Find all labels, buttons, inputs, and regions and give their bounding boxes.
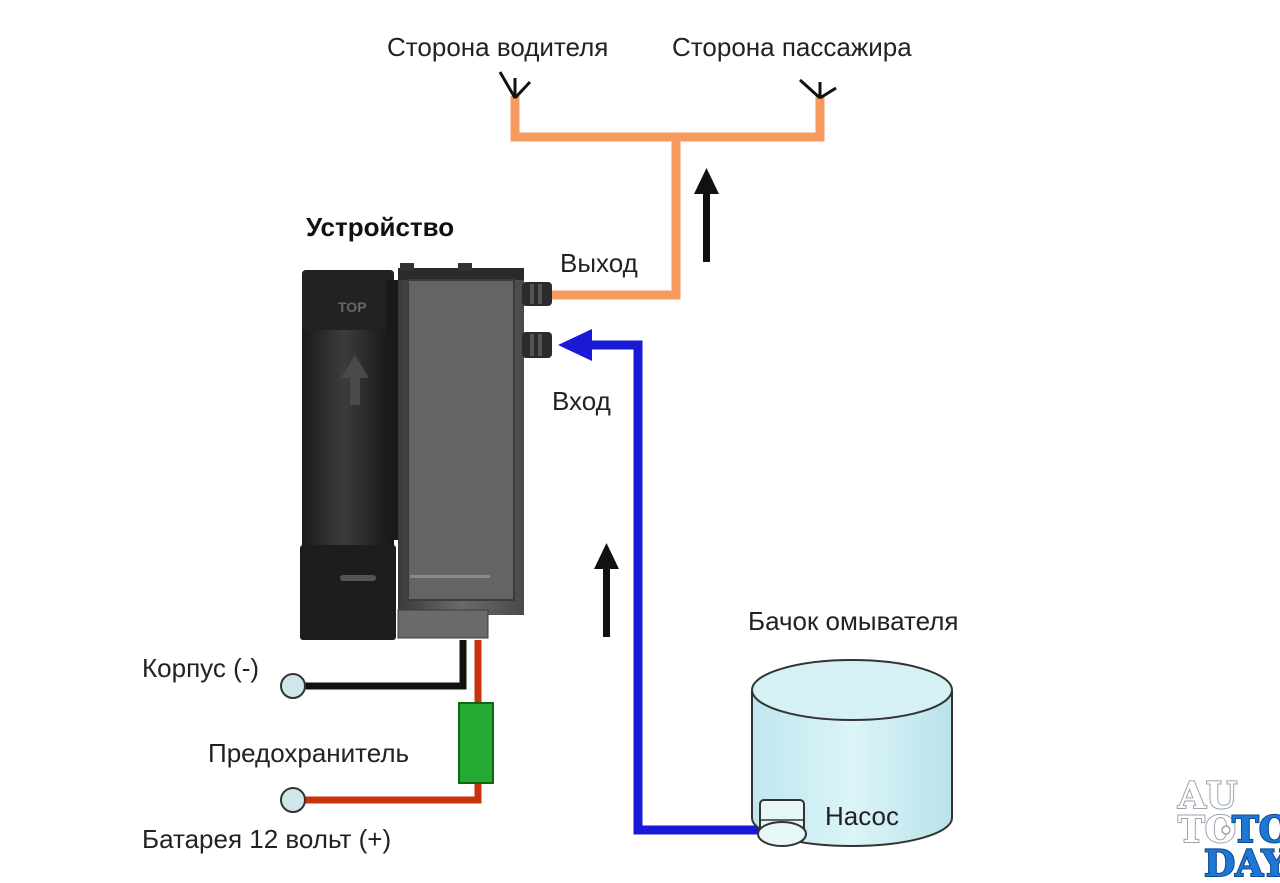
inlet-pipe — [558, 329, 760, 835]
flow-arrow-up-inlet-icon — [594, 543, 619, 637]
outlet-fitting — [522, 282, 552, 306]
heater-device: TOP — [300, 263, 552, 640]
passenger-nozzle-icon — [798, 78, 837, 100]
washer-tank-label: Бачок омывателя — [748, 606, 958, 636]
fuse-icon — [458, 702, 494, 784]
flow-arrow-up-outlet-icon — [694, 168, 719, 262]
positive-wire — [300, 640, 482, 804]
pump-icon — [757, 799, 807, 847]
driver-side-label: Сторона водителя — [387, 32, 608, 62]
autotoday-watermark: AU TO TO DAY — [1176, 774, 1280, 883]
watermark-line2-right: TO — [1232, 809, 1280, 851]
watermark-dot-icon — [1221, 825, 1231, 835]
inlet-fitting — [522, 332, 552, 358]
fuse-label: Предохранитель — [208, 738, 409, 768]
inlet-label: Вход — [552, 386, 611, 416]
passenger-side-label: Сторона пассажира — [672, 32, 912, 62]
ground-label: Корпус (-) — [142, 653, 259, 683]
ground-terminal-icon — [280, 673, 306, 699]
watermark-line1: AU — [1177, 775, 1237, 817]
outlet-pipe — [510, 96, 825, 300]
device-label: Устройство — [306, 212, 454, 242]
battery-terminal-icon — [280, 787, 306, 813]
battery-label: Батарея 12 вольт (+) — [142, 824, 391, 854]
device-top-mark: TOP — [338, 299, 367, 315]
watermark-line3: DAY — [1204, 843, 1280, 883]
driver-nozzle-icon — [498, 71, 532, 100]
inlet-arrowhead-icon — [558, 329, 592, 361]
pump-label: Насос — [825, 801, 899, 831]
outlet-label: Выход — [560, 248, 638, 278]
ground-wire — [300, 640, 467, 690]
